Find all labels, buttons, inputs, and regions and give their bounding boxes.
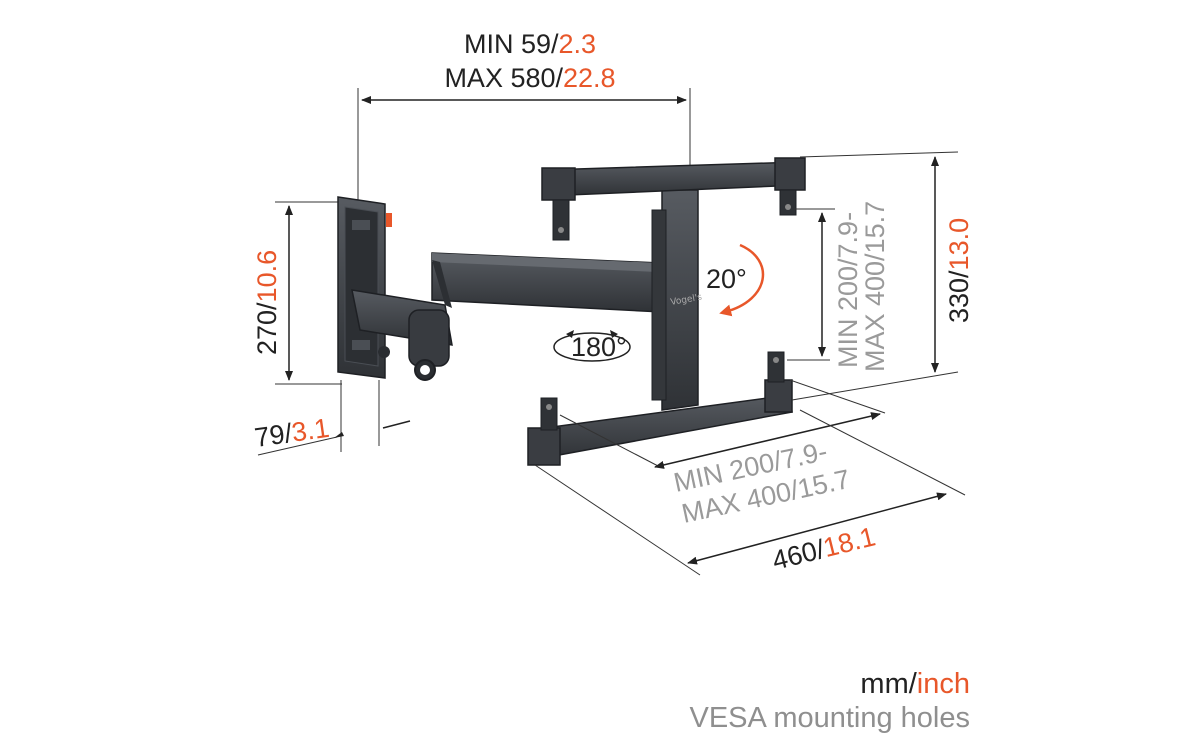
first-arm (351, 289, 453, 381)
wall-plate-depth-dimension: 79/3.1 (253, 380, 411, 456)
arm-extension-dimension: MIN 59/2.3 MAX 580/22.8 (357, 29, 691, 200)
vesa-vertical-dimension: MIN 200/7.9- MAX 400/15.7 (787, 201, 890, 372)
tv-plate-width-label: 460/18.1 (769, 521, 878, 576)
vesa-legend: VESA mounting holes (689, 702, 970, 734)
top-rail (541, 157, 806, 241)
wall-plate-height-label: 270/10.6 (252, 250, 282, 355)
tv-plate-height-label: 330/13.0 (944, 218, 974, 323)
vesa-vertical-min-label: MIN 200/7.9- (833, 212, 863, 368)
tilt-indicator: 20° (706, 243, 765, 317)
arm-extension-min-label: MIN 59/2.3 (464, 29, 596, 59)
arm-extension-max-label: MAX 580/22.8 (444, 63, 615, 93)
units-legend: mm/inch (860, 668, 970, 701)
vesa-horizontal-dimension: MIN 200/7.9- MAX 400/15.7 (559, 379, 886, 529)
vesa-vertical-max-label: MAX 400/15.7 (860, 201, 890, 372)
wall-plate-height-dimension: 270/10.6 (252, 201, 342, 385)
second-arm (431, 252, 663, 313)
tv-plate-height-dimension: 330/13.0 (791, 151, 974, 401)
units-legend-mm: mm/ (860, 668, 917, 700)
swivel-indicator: 180° (553, 330, 631, 362)
tv-column: Vogel's (651, 189, 703, 411)
units-legend-inch: inch (916, 668, 970, 700)
rotate-arrow-icon (566, 330, 618, 338)
tilt-label: 20° (706, 264, 747, 294)
wall-mount-drawing: Vogel's (337, 157, 806, 466)
tilt-arrow-icon (719, 243, 765, 317)
wall-plate-depth-label: 79/3.1 (253, 413, 332, 453)
swivel-label: 180° (571, 332, 627, 362)
